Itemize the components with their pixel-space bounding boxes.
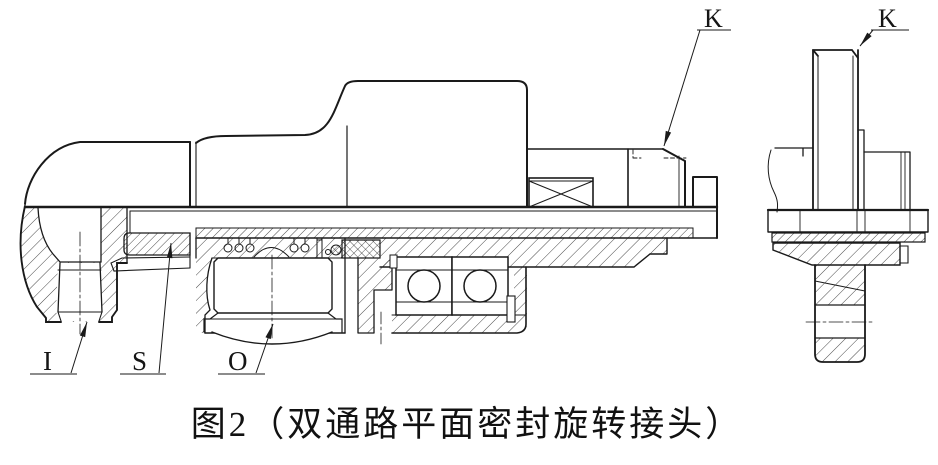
- locknut-box: [528, 177, 594, 208]
- o-ring: [330, 244, 342, 256]
- label-outlet: O: [228, 346, 248, 376]
- leader-seal: [120, 242, 173, 375]
- snap-ring: [506, 295, 516, 323]
- seal-assembly: [110, 232, 191, 272]
- ball-bearings: [389, 254, 509, 316]
- packing-seal: [341, 239, 381, 259]
- shaft-stub: [805, 264, 875, 363]
- spring-row: [223, 237, 342, 258]
- label-seal: S: [132, 346, 147, 376]
- figure-caption: 图2（双通路平面密封旋转接头）: [191, 405, 744, 444]
- flange-plate: [766, 208, 930, 243]
- elbow-housing: [19, 205, 128, 335]
- label-k-main: K: [704, 4, 723, 33]
- side-collar: [772, 242, 909, 266]
- labels: K K I S O: [43, 4, 897, 376]
- main-section-view: [19, 80, 719, 345]
- leader-k-side: [859, 29, 909, 47]
- label-k-side: K: [878, 4, 897, 33]
- hidden-lines: [632, 149, 687, 159]
- housing-outline: [24, 80, 718, 239]
- leader-outlet: [218, 323, 274, 375]
- side-section-view: [766, 49, 930, 363]
- break-line: [767, 149, 779, 213]
- housing-column: [357, 257, 393, 345]
- k-port-tube: [812, 49, 859, 211]
- bearing-spacer: [389, 254, 398, 269]
- bearing-housing: [391, 266, 527, 334]
- cup-part: [203, 254, 343, 345]
- leader-inlet: [30, 321, 88, 375]
- rear-flange: [767, 129, 911, 213]
- label-inlet: I: [43, 346, 52, 376]
- leaders: [30, 29, 909, 375]
- leader-k-main: [663, 29, 731, 147]
